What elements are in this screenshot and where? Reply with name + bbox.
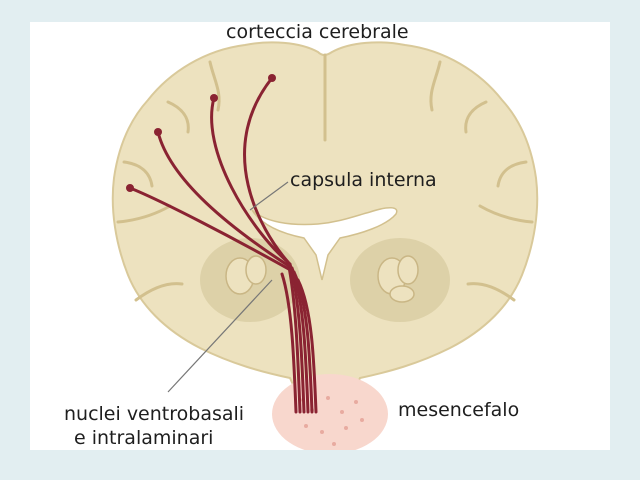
midbrain-section xyxy=(272,374,388,454)
nuclei-label-line1: nuclei ventrobasali xyxy=(64,403,245,425)
pathway-endpoints xyxy=(126,74,276,192)
cortex-label: corteccia cerebrale xyxy=(226,21,409,43)
lateral-ventricles xyxy=(251,207,398,281)
nuclei-leader-line xyxy=(167,279,273,393)
thalamus-contours xyxy=(225,255,419,303)
cortical-sulci xyxy=(116,53,534,302)
internal-capsule-leader-line xyxy=(249,181,289,211)
internal-capsule-label: capsula interna xyxy=(290,169,437,191)
bottom-frame-band xyxy=(0,450,640,480)
nuclei-label-line2: e intralaminari xyxy=(74,427,214,449)
thalamocortical-pathways xyxy=(128,76,318,414)
midbrain-label: mesencefalo xyxy=(398,399,520,421)
